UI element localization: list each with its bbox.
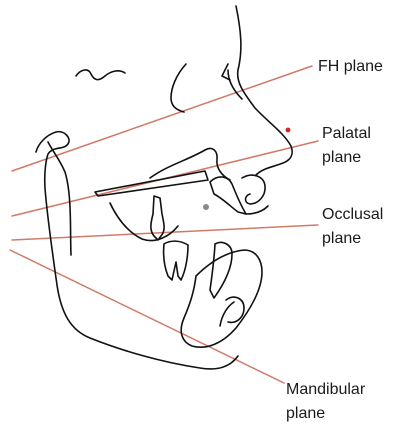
lower-lip-curl [226,297,244,322]
occlusal-plane-label-line1: Occlusal [322,206,383,223]
palatal-plane-label-line1: Palatal [322,125,371,142]
upper-incisor [210,177,246,214]
upper-lip-lower [246,206,268,214]
porion-landmark [203,204,209,210]
skull-tracing [36,6,292,369]
symphysis-outline [181,250,262,347]
lower-molar [164,241,188,280]
fh-plane-label: FH plane [318,58,383,75]
lower-incisor [210,242,232,298]
palatal-plane-label-line2: plane [322,149,361,166]
occlusal-plane-line [12,225,318,240]
mandibular-plane-line [10,250,284,383]
mandibular-plane-label-line1: Mandibular [286,381,366,398]
occlusal-plane-label-line2: plane [322,230,361,247]
sella-curve [76,70,125,80]
upper-lip-curl [242,175,265,204]
fh-plane-line [12,66,312,171]
orbit-curve [171,64,186,112]
orbitale-landmark [286,128,291,133]
maxilla-body [150,148,230,180]
mandibular-plane-label-line2: plane [286,405,325,422]
